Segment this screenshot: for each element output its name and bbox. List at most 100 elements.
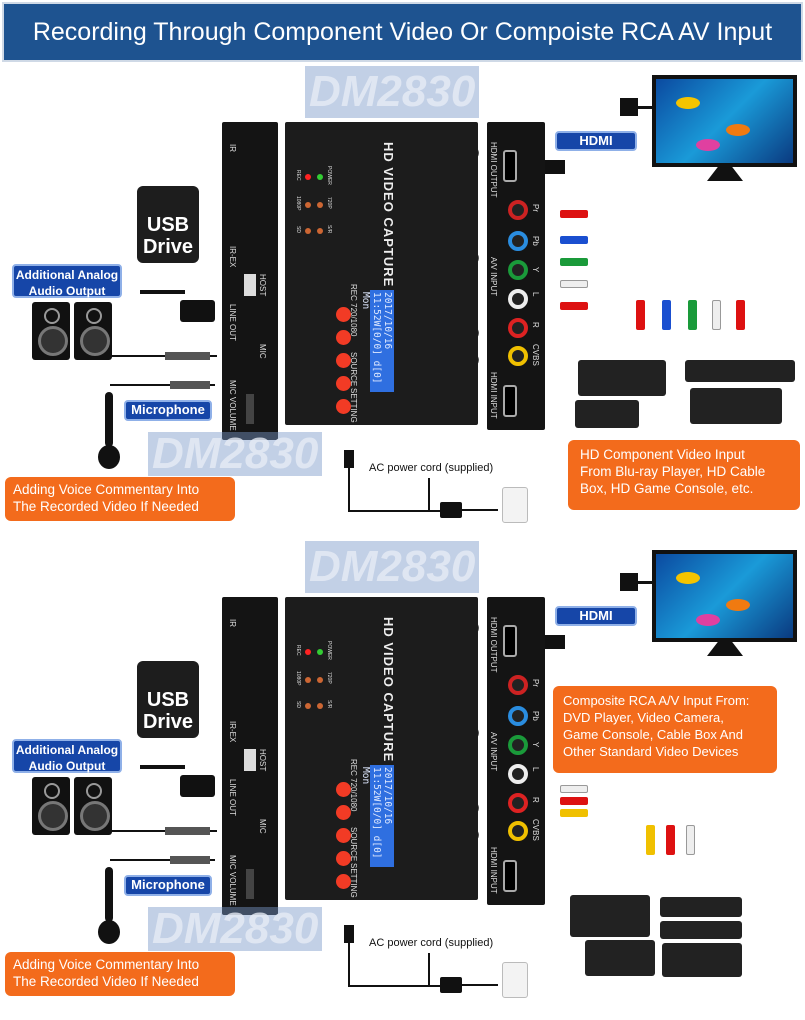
watermark: DM2830 — [305, 66, 480, 118]
rca-plug-white — [686, 825, 695, 855]
television — [652, 75, 797, 167]
up-button[interactable] — [336, 330, 351, 345]
rca-plug-red — [636, 300, 645, 330]
port-label: HOST — [258, 749, 267, 772]
port-label: Y — [531, 267, 540, 273]
button-label: SOURCE — [349, 352, 358, 387]
led-label: POWER — [326, 166, 332, 185]
hdmi-connector — [545, 635, 565, 649]
power-adapter — [440, 502, 462, 518]
port-label: A/V INPUT — [489, 257, 498, 297]
rec-button[interactable] — [336, 782, 351, 797]
rec-led — [305, 174, 311, 180]
power-cord — [462, 984, 498, 986]
microphone-icon — [105, 867, 113, 922]
callout-line: Composite RCA A/V Input From: — [563, 693, 750, 708]
callout-line: Other Standard Video Devices — [563, 744, 739, 759]
device-left-side: IR IR-EX HOST LINE OUT MIC MIC VOLUME — [222, 122, 479, 440]
mic-plug — [170, 381, 210, 389]
down-button[interactable] — [336, 376, 351, 391]
rca-plug-red — [736, 300, 745, 330]
rca-plug-yellow — [646, 825, 655, 855]
microphone-icon — [105, 392, 113, 447]
led-label: SD — [295, 226, 301, 233]
audio-r-jack — [508, 318, 528, 338]
audio-plug — [165, 827, 210, 835]
cable-box — [660, 921, 742, 939]
power-cord — [462, 509, 498, 511]
speaker-right — [74, 777, 112, 835]
wall-outlet — [502, 962, 528, 998]
rca-plug-red — [666, 825, 675, 855]
audio-r-jack — [508, 793, 528, 813]
power-cord — [348, 468, 350, 512]
port-label: CVBS — [531, 344, 540, 366]
pr-jack — [508, 200, 528, 220]
callout-line: Adding Voice Commentary Into — [13, 957, 200, 972]
mic-plug — [170, 856, 210, 864]
line-out-cable — [112, 355, 217, 357]
lcd-line-1: 2017/10/16 11:52 — [371, 767, 393, 825]
led-label: S/R — [326, 700, 332, 709]
watermark: DM2830 — [148, 432, 323, 476]
mic-cable — [110, 859, 215, 861]
port-label: CVBS — [531, 819, 540, 841]
led-label: REC — [295, 170, 301, 181]
up-button[interactable] — [336, 805, 351, 820]
sr-led — [317, 703, 323, 709]
port-label: MIC — [258, 344, 267, 359]
pb-jack — [508, 231, 528, 251]
rca-plug-blue — [560, 236, 588, 244]
microphone-label: Microphone — [124, 875, 212, 896]
power-plug — [344, 925, 354, 943]
speaker-left — [32, 777, 70, 835]
video-camera — [570, 895, 650, 937]
port-label: LINE OUT — [228, 779, 237, 816]
led-label: 1080P — [295, 671, 301, 686]
sd-led — [305, 228, 311, 234]
page-title: Recording Through Component Video Or Com… — [2, 2, 803, 62]
speaker-right — [74, 302, 112, 360]
port-label: HOST — [258, 274, 267, 297]
device-title: HD VIDEO CAPTURE — [381, 142, 396, 288]
speaker-left — [32, 302, 70, 360]
pb-jack — [508, 706, 528, 726]
port-label: MIC — [258, 819, 267, 834]
callout-line: Box, HD Game Console, etc. — [580, 481, 754, 496]
label-line: Additional Analog — [15, 743, 119, 757]
hdmi-input-port — [503, 860, 517, 892]
button-label: REC 720/1080 — [349, 759, 358, 812]
audio-l-jack — [508, 764, 528, 784]
source-button[interactable] — [336, 828, 351, 843]
1080p-led — [305, 677, 311, 683]
audio-plug — [165, 352, 210, 360]
sr-led — [317, 228, 323, 234]
camcorder — [585, 940, 655, 976]
led-label: S/R — [326, 225, 332, 234]
callout-line: The Recorded Video If Needed — [13, 974, 199, 989]
port-label: IR-EX — [228, 721, 237, 743]
down-button[interactable] — [336, 851, 351, 866]
hdmi-output-label: HDMI Output — [555, 131, 637, 164]
setting-button[interactable] — [336, 399, 351, 414]
callout-line: From Blu-ray Player, HD Cable — [580, 464, 766, 479]
setting-button[interactable] — [336, 874, 351, 889]
led-label: 720P — [326, 672, 332, 684]
usb-label-2: Drive — [142, 711, 194, 733]
power-adapter — [440, 977, 462, 993]
rca-plug-white — [560, 280, 588, 288]
mic-volume-slider — [246, 394, 254, 424]
rca-plug-white — [560, 785, 588, 793]
rca-plug-red — [560, 302, 588, 310]
rec-button[interactable] — [336, 307, 351, 322]
game-console — [575, 400, 639, 428]
cvbs-jack — [508, 821, 528, 841]
usb-host-port — [244, 274, 256, 296]
hdmi-connector — [620, 98, 638, 116]
source-button[interactable] — [336, 353, 351, 368]
